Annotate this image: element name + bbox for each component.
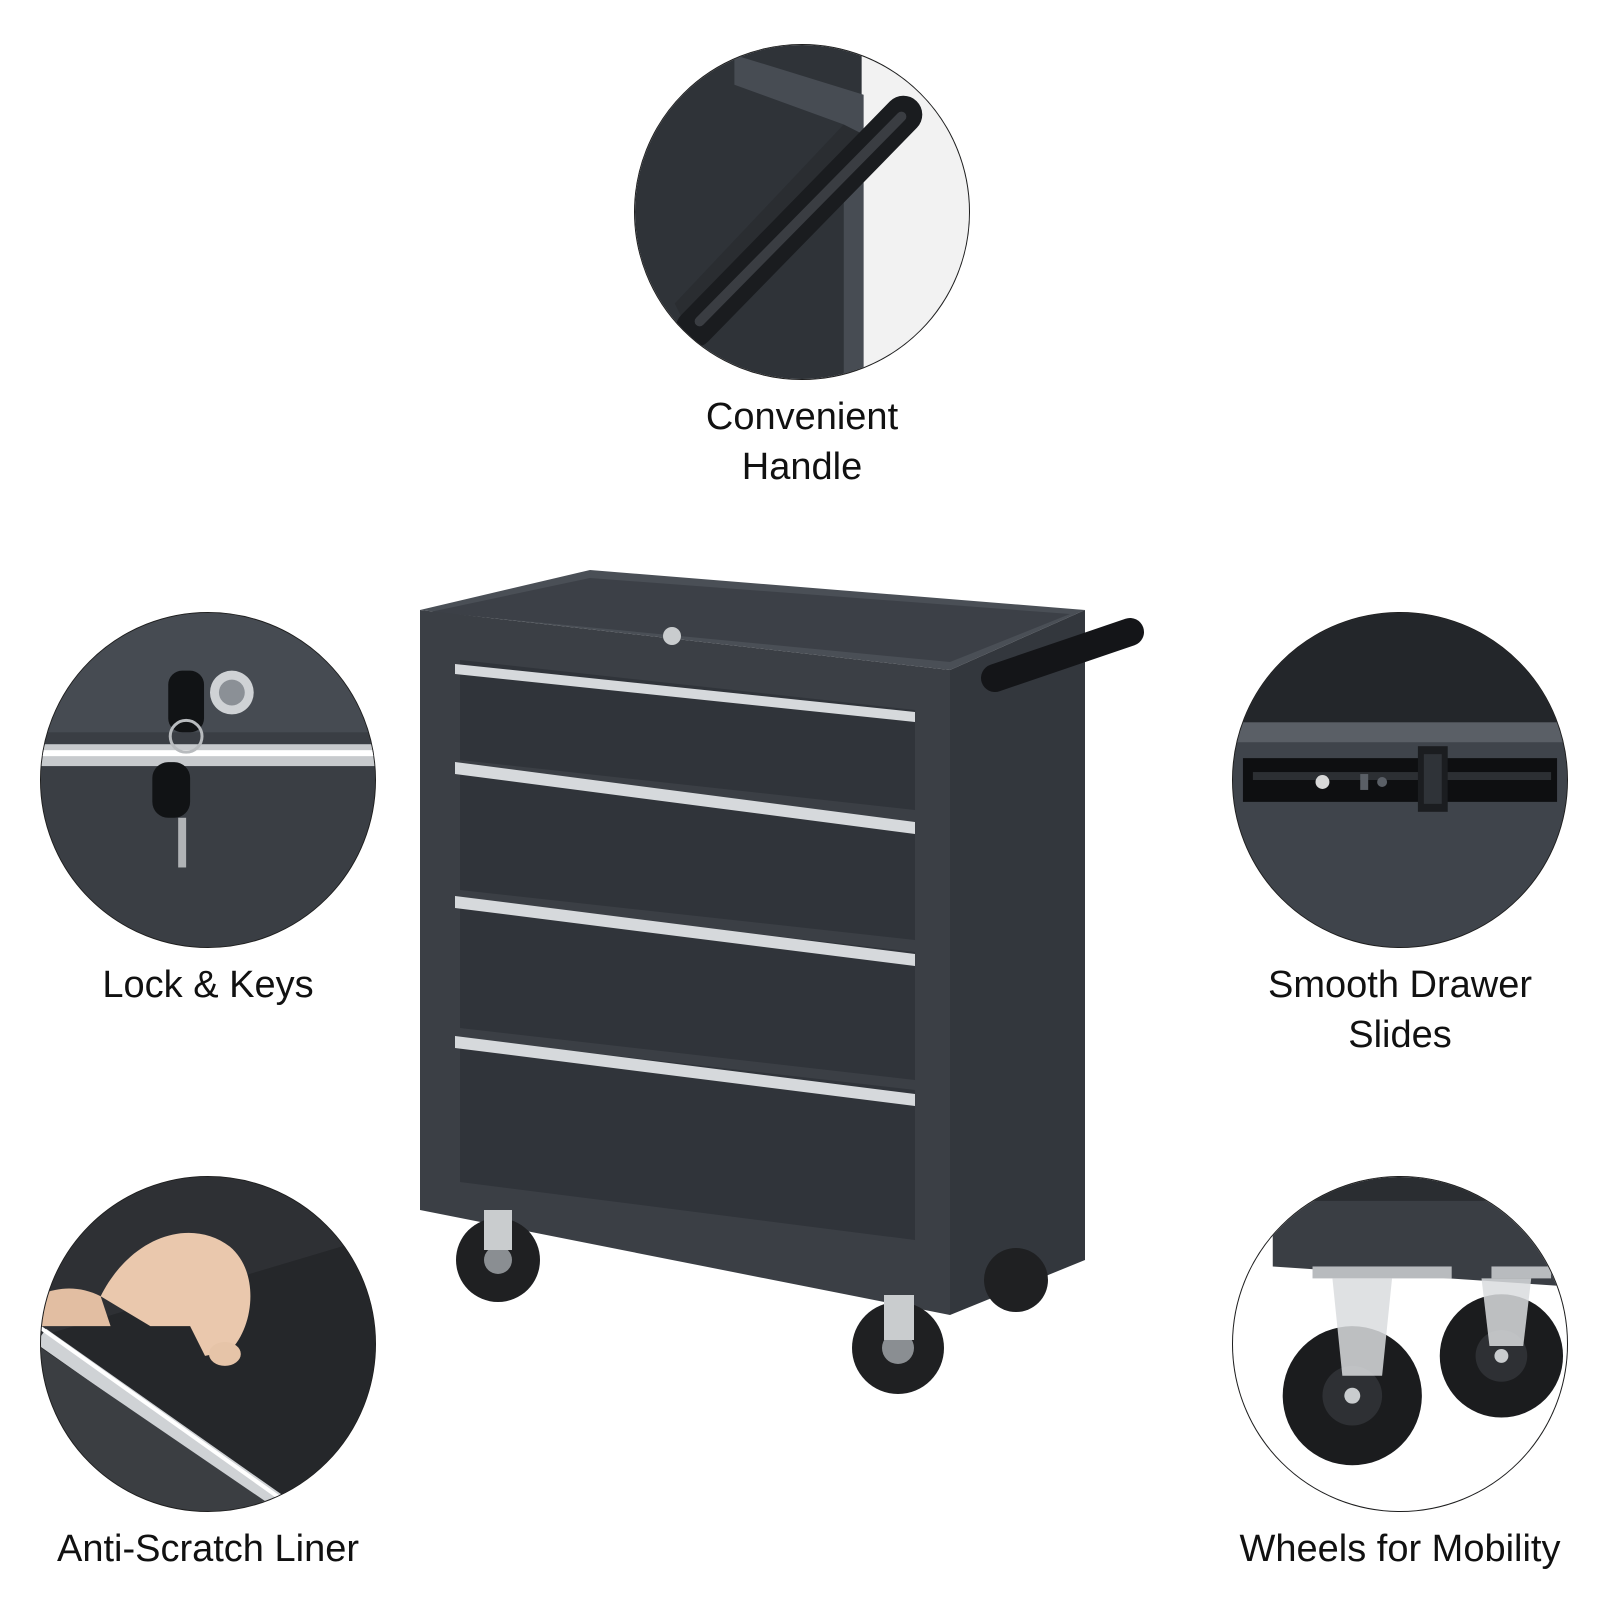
feature-drawer-slides-label-line2: Slides — [1348, 1014, 1452, 1056]
feature-handle-label-line1: Convenient — [705, 396, 899, 438]
feature-handle: Convenient Handle — [634, 44, 970, 492]
feature-drawer-slides: Smooth Drawer Slides — [1232, 612, 1568, 1060]
liner-closeup-icon — [40, 1176, 376, 1512]
feature-anti-scratch-liner: Anti-Scratch Liner — [40, 1176, 376, 1574]
feature-lock-keys: Lock & Keys — [40, 612, 376, 1010]
wheels-closeup-icon — [1232, 1176, 1568, 1512]
feature-wheels-label: Wheels for Mobility — [1239, 1528, 1561, 1570]
feature-lock-keys-label: Lock & Keys — [102, 964, 314, 1006]
feature-drawer-slides-label: Smooth Drawer Slides — [1268, 960, 1532, 1060]
feature-anti-scratch-liner-label: Anti-Scratch Liner — [56, 1528, 359, 1570]
lock-keys-closeup-icon — [40, 612, 376, 948]
feature-handle-label-line2: Handle — [741, 446, 863, 488]
handle-closeup-icon — [634, 44, 970, 380]
feature-handle-label: Convenient Handle — [706, 392, 898, 492]
feature-drawer-slides-label-line1: Smooth Drawer — [1268, 964, 1532, 1006]
drawer-slide-closeup-icon — [1232, 612, 1568, 948]
feature-wheels: Wheels for Mobility — [1232, 1176, 1568, 1574]
tool-cart-image — [420, 570, 1180, 1430]
